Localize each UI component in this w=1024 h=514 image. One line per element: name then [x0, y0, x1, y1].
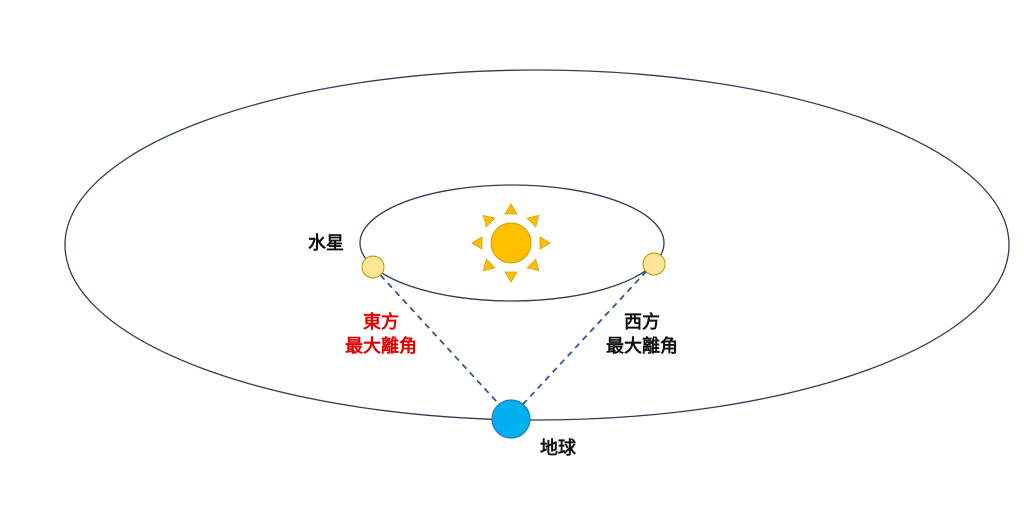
west-elongation-label: 西方 最大離角 [597, 311, 687, 359]
mercury-east-position [361, 255, 385, 279]
mercury-label: 水星 [308, 233, 344, 254]
east-elongation-line-2: 最大離角 [345, 336, 417, 357]
east-elongation-sight-line [372, 266, 509, 415]
east-elongation-label: 東方 最大離角 [336, 311, 426, 359]
mercury-west-position [642, 252, 666, 276]
west-elongation-line-1: 西方 [624, 312, 660, 333]
earth-label: 地球 [540, 438, 576, 459]
sun-icon [471, 203, 551, 283]
west-elongation-sight-line [513, 262, 655, 415]
east-elongation-line-1: 東方 [363, 312, 399, 333]
west-elongation-line-2: 最大離角 [606, 336, 678, 357]
earth-planet [491, 399, 531, 439]
mercury-orbit [359, 184, 665, 302]
earth-orbit [64, 69, 1010, 421]
